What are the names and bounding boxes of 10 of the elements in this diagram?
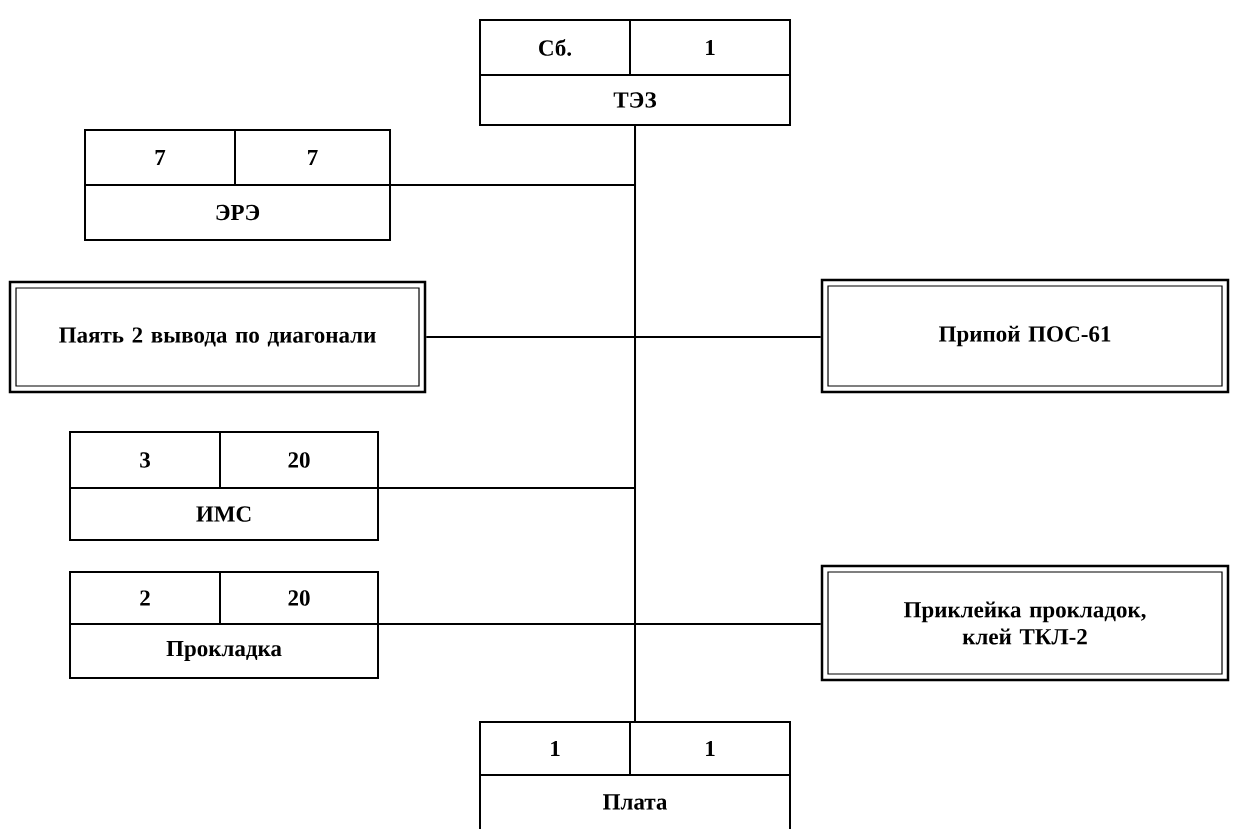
assembly-unit-box: 2 20 Прокладка (69, 571, 379, 679)
connector-line (425, 336, 822, 338)
operation-box: Приклейка прокладок, клей ТКЛ-2 (820, 564, 1230, 682)
operation-box: Паять 2 вывода по диагонали (8, 280, 427, 394)
assembly-unit-box: Сб. 1 ТЭЗ (479, 19, 791, 126)
assembly-unit-box: 7 7 ЭРЭ (84, 129, 391, 241)
operation-box: Припой ПОС-61 (820, 278, 1230, 394)
connector-line (634, 125, 636, 722)
assembly-unit-box: 3 20 ИМС (69, 431, 379, 541)
assembly-unit-box: 1 1 Плата (479, 721, 791, 829)
